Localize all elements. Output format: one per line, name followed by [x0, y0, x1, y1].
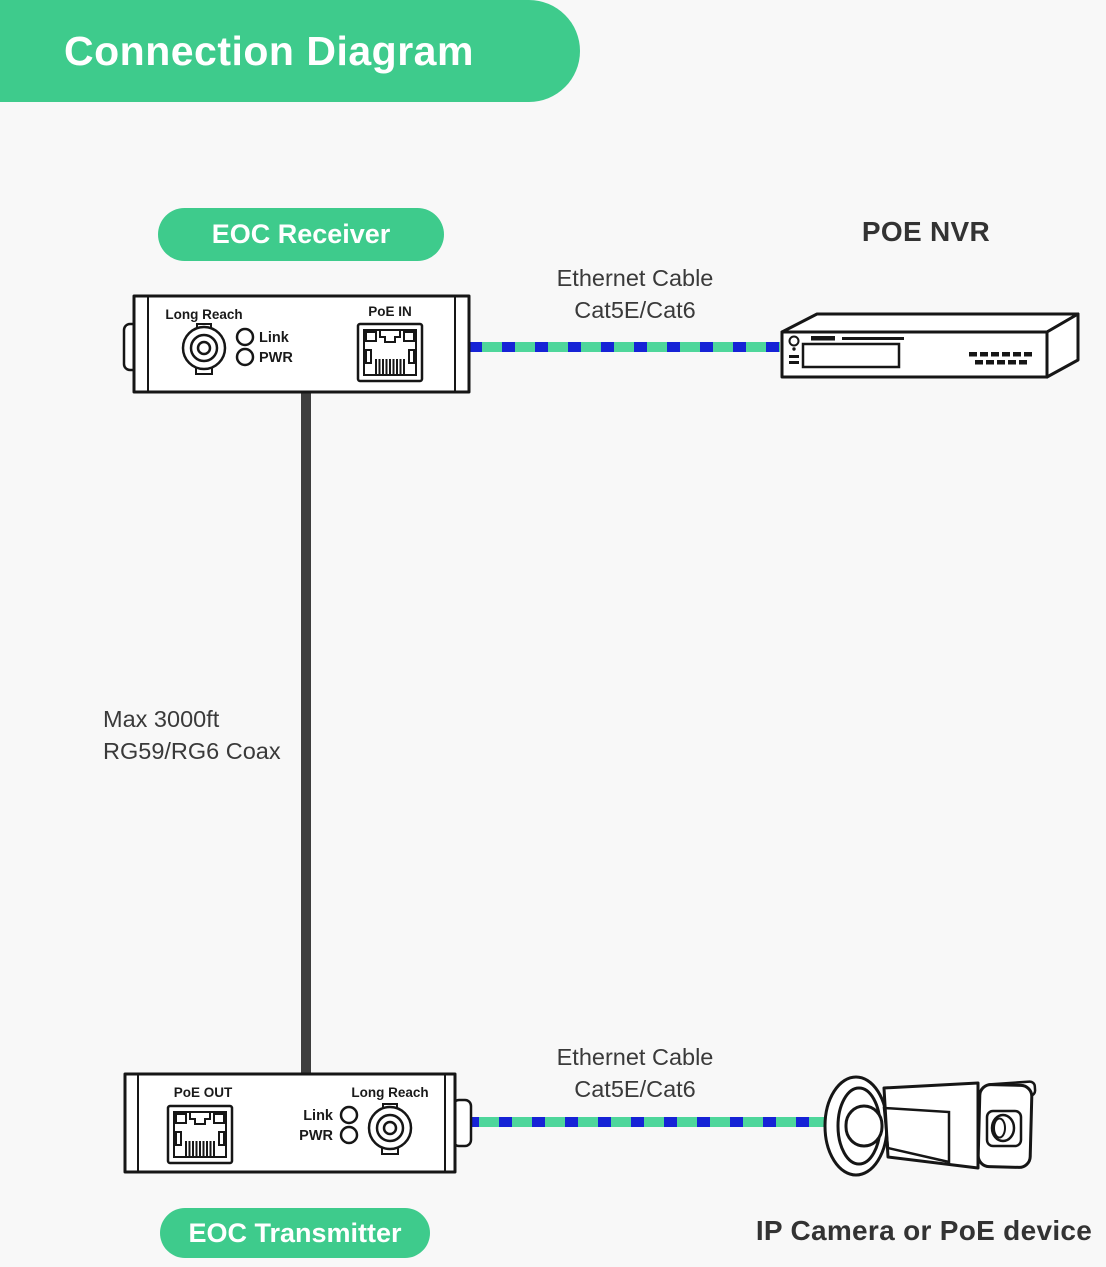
led-link: Link [235, 327, 290, 347]
page-title: Connection Diagram [64, 27, 474, 74]
panel-line [842, 337, 904, 340]
usb-slot-icon [789, 361, 799, 364]
coax-line2: RG59/RG6 Coax [103, 738, 281, 764]
camera-body [882, 1081, 980, 1170]
led-link-label: Link [259, 330, 290, 346]
power-led-icon [792, 347, 796, 351]
led-pwr-label: PWR [259, 350, 293, 366]
power-button-icon [788, 335, 800, 347]
label-eoc-receiver: EOC Receiver [158, 208, 444, 261]
label-coax-cable: Max 3000ft RG59/RG6 Coax [103, 703, 281, 767]
led-pwr: PWR [299, 1125, 359, 1145]
eoc-receiver-text: EOC Receiver [211, 219, 391, 249]
ip-camera-device [823, 1075, 1037, 1177]
camera-lens [976, 1080, 1037, 1169]
title-banner: Connection Diagram [0, 0, 580, 102]
eoc-transmitter-device: PoE OUT Link PWR Long Reach [123, 1072, 473, 1174]
transmitter-rj45-label: PoE OUT [174, 1085, 233, 1100]
coax-cable [301, 391, 311, 1079]
bnc-connector-icon [181, 323, 227, 375]
ethernet-top-line2: Cat5E/Cat6 [574, 297, 696, 323]
label-ethernet-cable-top: Ethernet Cable Cat5E/Cat6 [500, 262, 770, 326]
ethernet-cable-top [469, 342, 780, 352]
panel-line [811, 336, 835, 341]
ethernet-bottom-line1: Ethernet Cable [556, 1044, 714, 1070]
eoc-receiver-device: Long Reach Link PWR PoE IN [122, 294, 471, 394]
ethernet-bottom-line2: Cat5E/Cat6 [574, 1076, 696, 1102]
transmitter-bnc-label: Long Reach [351, 1085, 428, 1100]
label-poe-nvr: POE NVR [861, 216, 991, 247]
label-eoc-transmitter: EOC Transmitter [160, 1208, 430, 1258]
receiver-bnc-label: Long Reach [165, 307, 242, 322]
label-ethernet-cable-bottom: Ethernet Cable Cat5E/Cat6 [500, 1041, 770, 1105]
ethernet-cable-bottom [466, 1117, 829, 1127]
rj45-port-icon [166, 1104, 234, 1165]
eoc-transmitter-text: EOC Transmitter [188, 1217, 402, 1248]
camera-mount [823, 1075, 889, 1177]
led-pwr: PWR [235, 347, 293, 367]
ethernet-top-line1: Ethernet Cable [556, 265, 714, 291]
disc-tray-icon [801, 342, 901, 369]
usb-slot-icon [789, 355, 799, 358]
coax-line1: Max 3000ft [103, 706, 220, 732]
poe-nvr-device [780, 312, 1080, 379]
receiver-rj45-label: PoE IN [368, 304, 412, 319]
led-pwr-label: PWR [299, 1128, 333, 1144]
led-link-label: Link [303, 1108, 334, 1124]
rj45-port-icon [356, 322, 424, 383]
led-link: Link [303, 1105, 359, 1125]
vent-grid-icon [969, 352, 1032, 365]
nvr-top-face [780, 312, 1080, 334]
label-ip-camera: IP Camera or PoE device [755, 1215, 1093, 1246]
bnc-connector-icon [367, 1103, 413, 1155]
